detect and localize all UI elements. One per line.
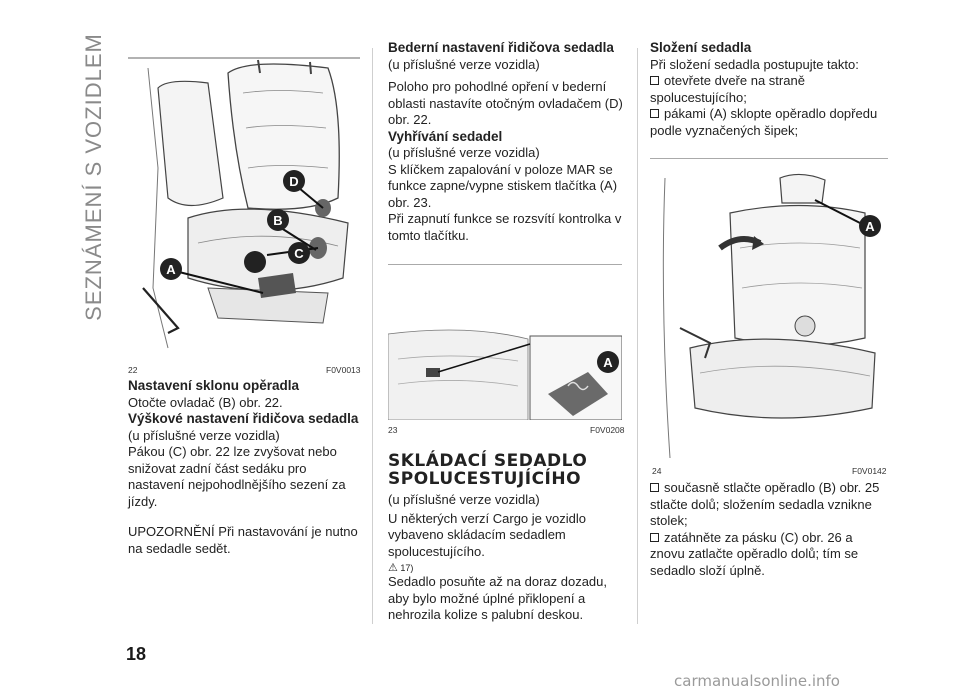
heading-backrest-tilt: Nastavení sklonu opěradla [128,378,300,393]
para-version-note-4: (u příslušné verze vozidla) [388,492,540,507]
figure-23-heated-seat-button: A [388,264,622,420]
step-press-backrest: současně stlačte opěradlo (B) obr. 25 st… [650,480,886,530]
step-pull-strap: zatáhněte za pásku (C) obr. 26 a znovu z… [650,530,886,580]
column-1-text: Nastavení sklonu opěradla Otočte ovladač… [128,378,362,557]
heading-folding-seat: SKLÁDACÍ SEDADLO SPOLUCESTUJÍCÍHO [388,451,588,489]
para-version-note-3: (u příslušné verze vozidla) [388,145,540,160]
reference-number: 17) [400,563,414,573]
para-backrest-tilt: Otočte ovladač (B) obr. 22. [128,394,283,410]
watermark: carmanualsonline.info [674,672,840,690]
column-divider-2 [637,48,638,624]
callout-d-marker [283,170,305,192]
para-folding-seat-intro: U některých verzí Cargo je vozidlo vybav… [388,510,586,559]
warning-note: UPOZORNĚNÍ Při nastavování je nutno na s… [128,524,358,556]
para-height-adjust: Pákou (C) obr. 22 lze zvyšovat nebo sniž… [128,444,346,509]
para-heated-indicator: Při zapnutí funkce se rozsvítí kontrolka… [388,211,622,243]
callout-c-label: C [294,246,304,261]
column-2-text-bottom: SKLÁDACÍ SEDADLO SPOLUCESTUJÍCÍHO (u pří… [388,452,624,624]
callout-d-label: D [289,174,298,189]
para-lumbar: Poloho pro pohodlné opření v bederní obl… [388,79,623,127]
heading-height-adjust: Výškové nastavení řidičova sedadla [128,411,359,426]
callout-a-label-23: A [603,355,613,370]
warning-reference: ⚠ 17) [388,562,624,574]
para-seat-folding-intro: Při složení sedadla postupujte takto: [650,56,859,72]
figure-23-code: F0V0208 [590,425,625,435]
figure-24-code: F0V0142 [852,466,887,476]
side-section-title: SEZNÁMENÍ S VOZIDLEM [81,33,106,321]
para-version-note: (u příslušné verze vozidla) [128,427,280,443]
column-3-text-bottom: současně stlačte opěradlo (B) obr. 25 st… [650,480,886,579]
callout-a-marker-23 [597,351,619,373]
figure-23-number: 23 [388,425,398,435]
step-open-door: otevřete dveře na straně spolucestujícíh… [650,73,886,106]
para-version-note-2: (u příslušné verze vozidla) [388,56,540,72]
figure-24-folding-seat: A [650,158,888,460]
callout-a-marker [244,251,266,273]
callout-b-label: B [273,213,282,228]
heading-seat-folding: Složení sedadla [650,40,752,55]
para-heated-seats: S klíčkem zapalování v poloze MAR se fun… [388,161,618,210]
heading-heated-seats: Vyhřívání sedadel [388,128,503,144]
figure-22-number: 22 [128,365,138,375]
column-3-text-top: Složení sedadla Při složení sedadla post… [650,40,886,139]
callout-a-marker-24 [859,215,881,237]
figure-22-code: F0V0013 [326,365,361,375]
seat-drawing: A B C D A [128,48,360,360]
step-fold-backrest: pákami (A) sklopte opěradlo dopředu podl… [650,106,886,139]
page-number: 18 [126,644,147,664]
callout-b-marker [267,209,289,231]
svg-text:A: A [166,262,176,277]
callout-c-marker [288,242,310,264]
warning-triangle-icon: ⚠ [388,562,398,574]
folding-seat-drawing: A [650,158,888,460]
para-folding-seat-position: Sedadlo posuňte až na doraz dozadu, aby … [388,574,608,622]
heading-lumbar: Bederní nastavení řidičova sedadla [388,40,614,55]
column-divider-1 [372,48,373,624]
callout-a-label-24: A [865,219,875,234]
figure-24-number: 24 [652,466,662,476]
figure-22-seat-illustration: A B C D A [128,48,360,360]
column-2-text-top: Bederní nastavení řidičova sedadla (u př… [388,40,624,244]
button-drawing: A [388,264,622,420]
